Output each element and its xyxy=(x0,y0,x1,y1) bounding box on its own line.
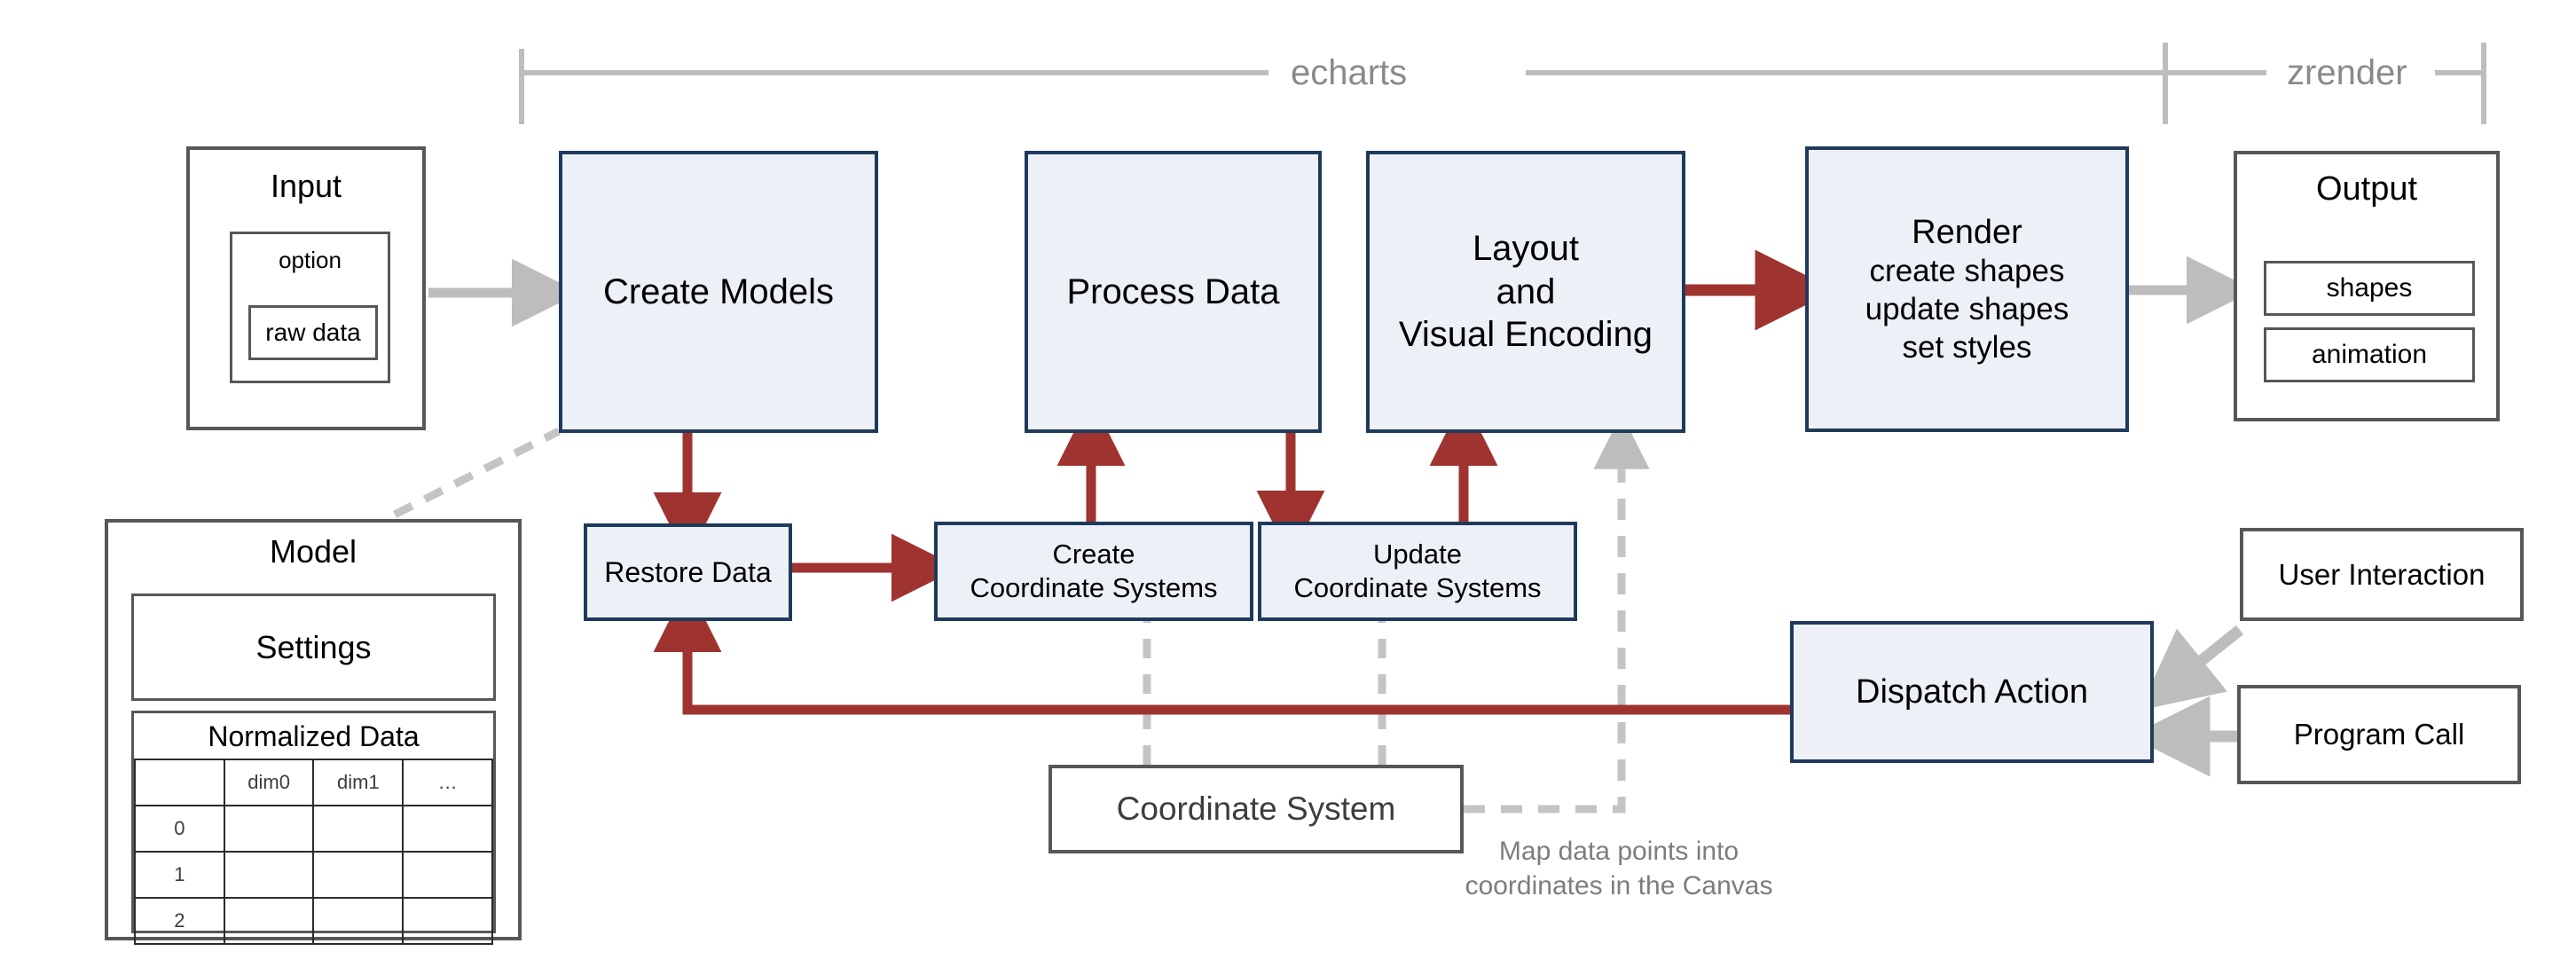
normalized-data-box[interactable]: Normalized Data dim0 dim1 … 0 1 xyxy=(131,711,496,945)
raw-data-box[interactable]: raw data xyxy=(248,305,378,360)
user-interaction-box[interactable]: User Interaction xyxy=(2240,528,2524,621)
table-cell xyxy=(223,897,315,945)
coordinate-system-caption: Map data points into coordinates in the … xyxy=(1441,834,1796,903)
render-box[interactable]: Render create shapes update shapes set s… xyxy=(1805,146,2129,432)
update-coordinate-systems-box[interactable]: Update Coordinate Systems xyxy=(1258,522,1577,621)
section-label-zrender: zrender xyxy=(2287,53,2407,92)
normalized-data-title: Normalized Data xyxy=(208,720,420,752)
table-cell xyxy=(312,805,404,853)
caption-line-2: coordinates in the Canvas xyxy=(1465,871,1773,900)
option-label: option xyxy=(279,247,342,273)
section-divider-lines xyxy=(519,43,2486,124)
arrow-dispatch-action-to-restore-data xyxy=(653,584,1790,715)
layout-line-2: and xyxy=(1496,271,1556,311)
dashed-model-to-create-models xyxy=(392,427,562,519)
layout-visual-encoding-box[interactable]: Layout and Visual Encoding xyxy=(1366,151,1685,433)
animation-box[interactable]: animation xyxy=(2264,327,2475,382)
output-title: Output xyxy=(2315,170,2418,208)
program-call-box[interactable]: Program Call xyxy=(2237,685,2521,784)
restore-data-box[interactable]: Restore Data xyxy=(584,523,792,621)
layout-line-1: Layout xyxy=(1472,228,1580,268)
option-box[interactable]: option raw data xyxy=(230,232,390,383)
table-col-more: … xyxy=(402,759,493,806)
create-coordinate-systems-box[interactable]: Create Coordinate Systems xyxy=(934,522,1253,621)
table-row: 2 xyxy=(134,897,493,945)
table-col-dim1: dim1 xyxy=(312,759,404,806)
table-header-row: dim0 dim1 … xyxy=(134,759,493,806)
table-row: 0 xyxy=(134,805,493,853)
render-line-1: create shapes xyxy=(1869,254,2065,289)
table-row-index: 0 xyxy=(134,805,225,853)
section-label-echarts: echarts xyxy=(1291,53,1408,92)
table-cell xyxy=(402,805,493,853)
shapes-box[interactable]: shapes xyxy=(2264,261,2475,316)
table-row-index: 2 xyxy=(134,897,225,945)
model-title: Model xyxy=(269,533,357,570)
table-col-dim0: dim0 xyxy=(223,759,315,806)
dashed-coordsys-to-layout xyxy=(1464,413,1650,814)
input-title: Input xyxy=(270,168,342,204)
table-row: 1 xyxy=(134,851,493,899)
create-coordsys-line-1: Create xyxy=(1052,539,1135,570)
caption-line-1: Map data points into xyxy=(1498,837,1740,866)
table-col-index xyxy=(134,759,225,806)
table-cell xyxy=(402,897,493,945)
output-box[interactable]: Output shapes animation xyxy=(2234,151,2500,421)
update-coordsys-line-2: Coordinate Systems xyxy=(1293,572,1542,603)
dispatch-action-box[interactable]: Dispatch Action xyxy=(1790,621,2154,763)
table-row-index: 1 xyxy=(134,851,225,899)
table-cell xyxy=(402,851,493,899)
render-line-2: update shapes xyxy=(1865,291,2069,326)
table-cell xyxy=(223,805,315,853)
create-models-box[interactable]: Create Models xyxy=(559,151,878,433)
model-box[interactable]: Model Settings Normalized Data dim0 dim1… xyxy=(105,519,522,945)
table-cell xyxy=(312,897,404,945)
process-data-box[interactable]: Process Data xyxy=(1025,151,1322,433)
table-cell xyxy=(223,851,315,899)
coordinate-system-box[interactable]: Coordinate System xyxy=(1048,765,1464,853)
render-title: Render xyxy=(1912,213,2022,251)
create-coordsys-line-2: Coordinate Systems xyxy=(970,572,1218,603)
render-line-3: set styles xyxy=(1902,329,2032,365)
update-coordsys-line-1: Update xyxy=(1373,539,1462,570)
arrow-user-interaction-to-dispatch xyxy=(2139,625,2244,711)
table-cell xyxy=(312,851,404,899)
layout-line-3: Visual Encoding xyxy=(1398,315,1653,355)
input-box[interactable]: Input option raw data xyxy=(186,146,426,430)
settings-box[interactable]: Settings xyxy=(131,594,496,701)
normalized-data-table: dim0 dim1 … 0 1 2 xyxy=(134,759,493,945)
